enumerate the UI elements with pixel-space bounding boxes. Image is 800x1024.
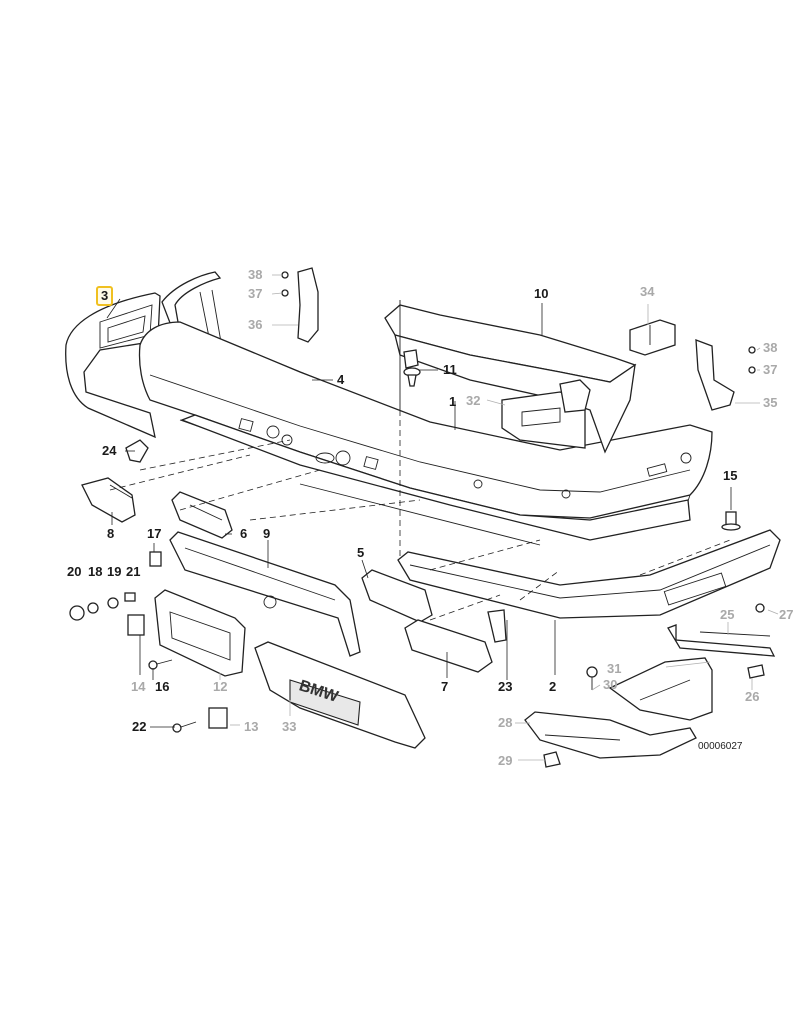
part-29-clip[interactable]	[543, 751, 561, 768]
callout-33[interactable]: 33	[282, 719, 297, 734]
callout-8[interactable]: 8	[107, 526, 115, 541]
part-9-license-base[interactable]	[169, 531, 361, 657]
callout-31[interactable]: 31	[607, 661, 622, 676]
part-28-spoiler[interactable]	[524, 711, 697, 759]
callout-25[interactable]: 25	[720, 607, 735, 622]
callout-4[interactable]: 4	[337, 372, 345, 387]
callout-5[interactable]: 5	[357, 545, 365, 560]
callout-2[interactable]: 2	[549, 679, 557, 694]
part-30-screw[interactable]	[586, 666, 598, 690]
callout-32[interactable]: 32	[466, 393, 481, 408]
part-19-nut[interactable]	[107, 597, 119, 609]
callout-28[interactable]: 28	[498, 715, 513, 730]
callout-20[interactable]: 20	[67, 564, 82, 579]
callout-35[interactable]: 35	[763, 395, 778, 410]
part-22-screw[interactable]	[172, 721, 197, 733]
callout-18[interactable]: 18	[88, 564, 103, 579]
callout-21[interactable]: 21	[126, 564, 141, 579]
part-18-washer[interactable]	[87, 602, 99, 614]
part-10-bumper-carrier[interactable]	[384, 300, 637, 454]
callout-34[interactable]: 34	[640, 284, 655, 299]
part-33-lower-grille[interactable]: BMW	[254, 641, 426, 749]
callout-11[interactable]: 11	[443, 362, 457, 377]
part-8-cover-left[interactable]	[81, 477, 136, 523]
part-31-air-duct[interactable]	[608, 657, 713, 721]
part-36-bracket[interactable]	[281, 267, 319, 343]
callout-16[interactable]: 16	[155, 679, 170, 694]
callout-22[interactable]: 22	[132, 719, 147, 734]
part-16-screw[interactable]	[148, 659, 173, 670]
callout-12[interactable]: 12	[213, 679, 228, 694]
callout-17[interactable]: 17	[147, 526, 162, 541]
part-14-clip[interactable]	[127, 614, 145, 636]
part-5-trim-frame[interactable]	[361, 569, 433, 623]
part-20-cap[interactable]	[69, 605, 85, 621]
part-12-plate-holder[interactable]	[154, 589, 246, 677]
part-15-fastener[interactable]	[721, 511, 741, 531]
callout-6[interactable]: 6	[240, 526, 248, 541]
part-27-screw[interactable]	[755, 603, 765, 613]
callout-1[interactable]: 1	[449, 394, 457, 409]
part-35-side-bracket[interactable]	[695, 339, 735, 411]
callout-7[interactable]: 7	[441, 679, 449, 694]
callout-37-left[interactable]: 37	[248, 286, 263, 301]
part-7-fog-lamp[interactable]	[404, 619, 493, 673]
callout-36[interactable]: 36	[248, 317, 263, 332]
callout-24[interactable]: 24	[102, 443, 117, 458]
callout-9[interactable]: 9	[263, 526, 271, 541]
part-2-lower-bumper[interactable]	[397, 529, 781, 619]
part-25-bracket[interactable]	[667, 624, 776, 657]
part-37-38-screws-right[interactable]	[748, 346, 756, 374]
callout-27[interactable]: 27	[779, 607, 794, 622]
callout-38-left[interactable]: 38	[248, 267, 263, 282]
part-23-bracket[interactable]	[487, 609, 507, 643]
part-34-clip[interactable]	[629, 319, 676, 356]
callout-38-right[interactable]: 38	[763, 340, 778, 355]
callout-13[interactable]: 13	[244, 719, 259, 734]
callout-3[interactable]: 3	[96, 286, 114, 306]
part-11-push-clip[interactable]	[403, 349, 421, 387]
callout-15[interactable]: 15	[723, 468, 738, 483]
part-21-bolt[interactable]	[124, 592, 136, 602]
callout-26[interactable]: 26	[745, 689, 760, 704]
part-6-grille-insert[interactable]	[171, 491, 233, 539]
part-17-clip[interactable]	[149, 551, 162, 567]
part-24-clip[interactable]	[125, 439, 149, 463]
callout-29[interactable]: 29	[498, 753, 513, 768]
part-13-clip[interactable]	[208, 707, 228, 729]
callout-30[interactable]: 30	[603, 677, 618, 692]
callout-23[interactable]: 23	[498, 679, 513, 694]
callout-19[interactable]: 19	[107, 564, 122, 579]
callout-10[interactable]: 10	[534, 286, 549, 301]
part-1-bumper-cover[interactable]	[138, 321, 713, 546]
part-32-bracket[interactable]	[501, 379, 591, 449]
diagram-code: 00006027	[698, 741, 743, 752]
part-26-clip[interactable]	[747, 664, 765, 679]
callout-37-right[interactable]: 37	[763, 362, 778, 377]
callout-14[interactable]: 14	[131, 679, 146, 694]
